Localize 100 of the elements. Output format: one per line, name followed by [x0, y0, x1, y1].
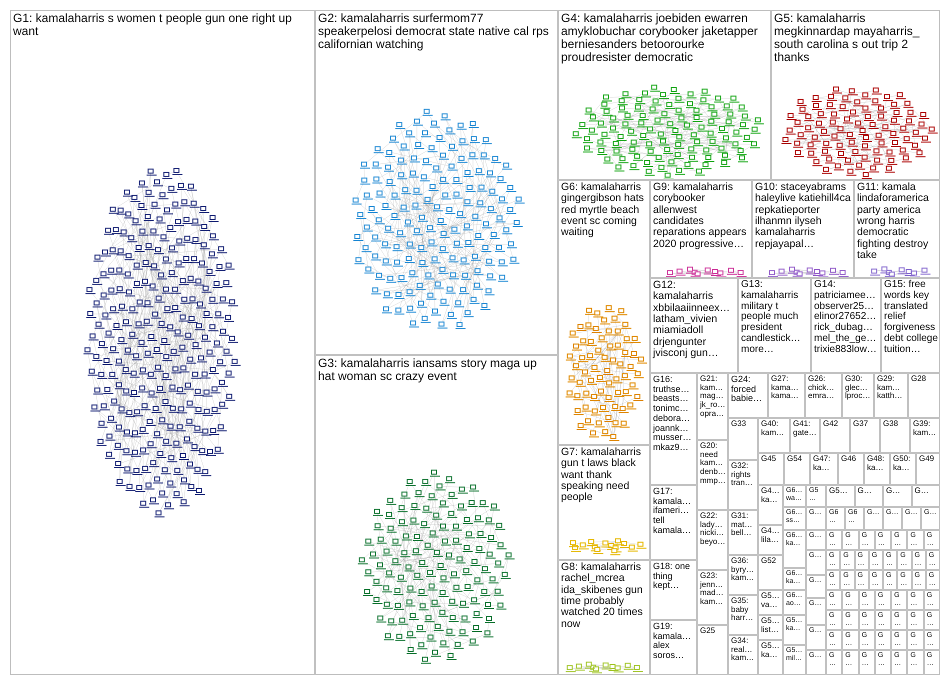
group-label: G4: kamalaharris joebiden ewarren amyklobuchar corybooker jaketapper berniesanders betoorourke proudresister democratic [561, 12, 759, 64]
group-label: G54 [787, 455, 804, 464]
group-label: G11: kamala lindaforamerica party america wrong harris democratic fighting destroy take [857, 182, 930, 262]
group-panel [790, 418, 820, 453]
group-panel [883, 507, 902, 530]
group-panel [826, 570, 840, 590]
group-panel [907, 650, 924, 675]
group-panel [907, 630, 924, 650]
group-panel [783, 645, 806, 675]
group-panel [826, 610, 842, 630]
group-label: G36: byry… kam… [731, 557, 756, 583]
group-label: G12: kamalaharris xbbilaaiinneex… latham_vivien miamiadoll drjengunter jvisconj gun… [653, 280, 732, 360]
group-panel [921, 507, 940, 530]
group-panel [806, 598, 826, 625]
group-panel [728, 555, 758, 595]
group-panel [854, 180, 940, 278]
group-panel [697, 625, 728, 675]
group-panel [826, 590, 842, 610]
group-label: G8: kamalaharris rachel_mcrea ida_skibenes gun time probably watched 20 times now [561, 562, 644, 630]
group-panel [728, 510, 758, 555]
group-panel [883, 550, 898, 570]
group-panel [858, 530, 875, 550]
group-panel [806, 485, 826, 507]
group-panel [854, 550, 869, 570]
group-label: G41: gate… [793, 420, 818, 438]
group-panel [826, 530, 842, 550]
group-panel [858, 590, 875, 610]
group-label: G5: kamalaharris megkinnardap mayaharris_ south carolina s out trip 2 thanks [774, 12, 920, 64]
group-panel [854, 485, 883, 507]
group-panel [864, 453, 890, 485]
group-panel [810, 453, 838, 485]
group-panel [758, 525, 783, 555]
group-panel [891, 590, 908, 610]
group-panel [881, 278, 940, 373]
group-panel [783, 530, 806, 568]
group-panel [842, 590, 859, 610]
group-panel [891, 530, 908, 550]
group-panel [728, 460, 758, 510]
group-panel [912, 485, 940, 507]
group-label: G38 [883, 420, 900, 429]
group-label: G16: truthse… beasts… tonimc… debora… joannk… musser… mkaz9… [653, 375, 693, 453]
group-label: G45 [761, 455, 778, 464]
group-panel [826, 650, 842, 675]
group-label: G5… va… [761, 592, 781, 610]
group-panel [926, 550, 940, 570]
group-panel [650, 485, 697, 560]
group-panel [783, 590, 806, 615]
group-panel [926, 570, 940, 590]
group-label: G17: kamala… ifameri… tell kamala… [653, 487, 692, 536]
group-panel [738, 278, 811, 373]
group-panel [728, 595, 758, 635]
group-label: G… [914, 487, 930, 496]
group-panel [907, 610, 924, 630]
group-panel [758, 640, 783, 675]
group-label: G10: staceyabrams haleylive katiehill4ca repkatieporter ilhanmn ilyseh kamalaharris repjayapal… [755, 182, 852, 250]
group-panel [840, 550, 854, 570]
group-panel [907, 590, 924, 610]
group-label: G2: kamalaharris surfermom77 speakerpelosi democrat state native cal rps californian watching [318, 12, 550, 51]
group-label: G13: kamalaharris military t people much president candlestick… more… [741, 280, 802, 356]
group-panel [842, 650, 859, 675]
group-panel [820, 418, 850, 453]
group-panel [842, 610, 859, 630]
group-label: G6: kamalaharris gingergibson hats red myrtle beach event sc coming waiting [561, 182, 645, 239]
group-panel [826, 485, 854, 507]
group-panel [826, 507, 845, 530]
group-panel [883, 485, 912, 507]
group-panel [758, 615, 783, 640]
group-panel [874, 650, 892, 675]
group-panel [924, 650, 940, 675]
group-panel [806, 507, 826, 530]
group-panel [811, 278, 881, 373]
group-panel [650, 620, 697, 675]
group-panel [758, 418, 790, 453]
group-panel [897, 550, 912, 570]
group-label: G5… [829, 487, 849, 496]
group-label: G7: kamalaharris gun t laws black want thank speaking need people [561, 447, 642, 504]
group-label: G26: chick… emra… [808, 375, 836, 401]
group-panel [805, 373, 842, 418]
group-label: G32: rights tran… [731, 462, 754, 488]
group-panel [897, 570, 912, 590]
group-panel [850, 418, 880, 453]
group-panel [728, 418, 758, 460]
group-panel [912, 550, 926, 570]
group-panel [858, 610, 875, 630]
group-panel [10, 10, 315, 675]
group-panel [768, 373, 805, 418]
group-panel [891, 650, 908, 675]
group-label: G35: baby harr… [731, 597, 754, 623]
group-panel [842, 373, 874, 418]
group-panel [916, 453, 940, 485]
group-label: G21: kam… mag… jk_ro… opra… [700, 375, 726, 418]
group-panel [806, 575, 826, 598]
group-panel [783, 507, 806, 530]
group-label: G31: mat… bell… [731, 512, 754, 538]
group-panel [806, 625, 826, 650]
group-panel [758, 555, 783, 590]
group-label: G… [886, 487, 902, 496]
group-label: G34: real… kam… [731, 637, 756, 663]
group-label: G46 [841, 455, 858, 464]
group-panel [697, 373, 728, 440]
